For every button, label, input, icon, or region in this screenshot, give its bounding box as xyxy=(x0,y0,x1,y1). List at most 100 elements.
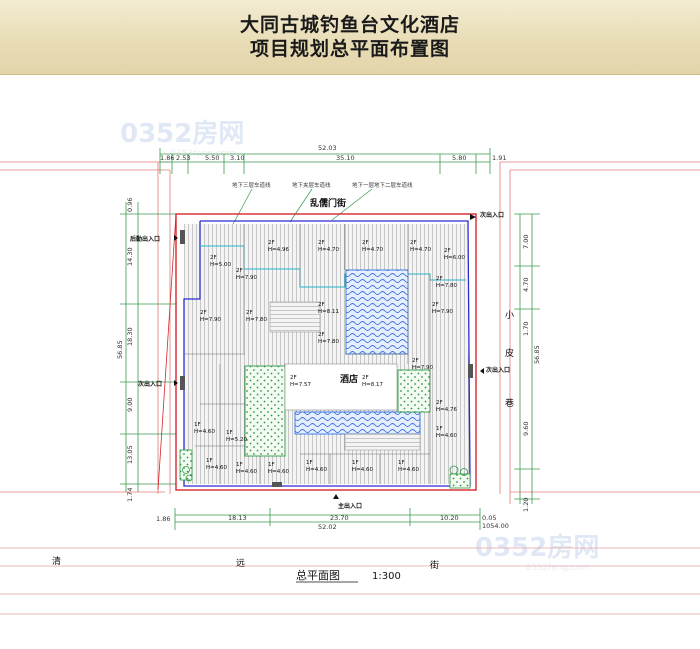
svg-text:2FH=4.96: 2FH=4.96 xyxy=(268,240,289,253)
floor-label-f: 1F xyxy=(352,460,359,466)
floor-label-h: H=4.60 xyxy=(194,429,215,435)
dim-top-seg-2: 5.50 xyxy=(205,154,219,162)
site-plan-drawing: 0352房网 0352fang.com 0352房网 0352fang.com xyxy=(0,119,700,615)
street-north-label: 乱儒门街 xyxy=(310,197,346,209)
floor-label-f: 2F xyxy=(290,375,297,381)
svg-text:1FH=4.60: 1FH=4.60 xyxy=(236,462,257,475)
dim-right-total: 56.85 xyxy=(533,345,541,364)
dim-left-total: 56.85 xyxy=(116,340,124,359)
floor-label-f: 2F xyxy=(200,310,207,316)
dim-left-seg-1: 0.96 xyxy=(126,198,134,212)
svg-text:2FH=6.00: 2FH=6.00 xyxy=(444,248,465,261)
callout-3: 地下一层地下二层车道线 xyxy=(352,181,413,189)
svg-text:2FH=7.90: 2FH=7.90 xyxy=(200,310,221,323)
svg-text:1FH=4.60: 1FH=4.60 xyxy=(398,460,419,473)
green-court-west xyxy=(244,365,286,457)
floor-label-h: H=7.80 xyxy=(246,317,267,323)
svg-text:2FH=7.57: 2FH=7.57 xyxy=(290,375,311,388)
dim-bottom-seg-1: 18.13 xyxy=(228,514,247,522)
floor-label-f: 1F xyxy=(206,458,213,464)
entrance-south-main: 主出入口 xyxy=(338,502,362,510)
dim-top-seg-5: 5.80 xyxy=(452,154,466,162)
watermark-text: 0352房网 xyxy=(120,119,244,149)
svg-text:1FH=4.60: 1FH=4.60 xyxy=(268,462,289,475)
trees xyxy=(182,465,468,482)
floor-label-f: 1F xyxy=(306,460,313,466)
entrance-west-mid: 次出入口 xyxy=(138,380,162,388)
svg-text:2FH=7.90: 2FH=7.90 xyxy=(432,302,453,315)
watermark-url-2: 0352fang.com xyxy=(525,563,590,573)
street-south-char-2: 远 xyxy=(236,558,245,569)
entrance-west-top: 后勤出入口 xyxy=(130,235,160,243)
entrance-east-mid: 次出入口 xyxy=(486,366,510,374)
tree-icon xyxy=(449,465,459,475)
building-outline xyxy=(183,220,471,487)
arrow-icon xyxy=(470,214,476,220)
site-boundary-west-ext xyxy=(157,213,177,491)
tree-icon xyxy=(182,466,190,474)
svg-text:2FH=4.70: 2FH=4.70 xyxy=(410,240,431,253)
svg-text:1FH=4.60: 1FH=4.60 xyxy=(436,426,457,439)
tree-icon xyxy=(460,468,468,476)
floor-label-f: 1F xyxy=(398,460,405,466)
floor-label-f: 2F xyxy=(246,310,253,316)
dim-left-seg-6: 1.74 xyxy=(126,488,134,502)
site-boundary xyxy=(175,213,477,491)
gate-east xyxy=(468,364,473,378)
dim-top-total: 52.03 xyxy=(318,144,337,152)
floor-label-h: H=7.57 xyxy=(290,382,311,388)
svg-text:2FH=7.90: 2FH=7.90 xyxy=(412,358,433,371)
street-east-char-1: 小 xyxy=(505,310,514,321)
dim-right-seg-3: 1.70 xyxy=(522,322,530,336)
entrances: 次出入口 后勤出入口 次出入口 次出入口 主出入口 xyxy=(130,211,510,510)
callout-2: 地下夹层车道线 xyxy=(292,181,331,189)
street-south-char-1: 清 xyxy=(52,555,61,567)
svg-text:1FH=4.60: 1FH=4.60 xyxy=(194,422,215,435)
caption-scale: 1:300 xyxy=(372,571,401,582)
floor-label-h: H=8.11 xyxy=(318,309,339,315)
floor-label-f: 2F xyxy=(362,240,369,246)
dimension-texts: 52.03 1.86 2.53 5.50 3.10 35.10 5.80 1.9… xyxy=(116,144,541,531)
water-court-south xyxy=(294,411,421,435)
floor-label-h: H=4.60 xyxy=(436,433,457,439)
dim-bottom-right: 0.05 xyxy=(482,514,496,522)
floor-label-h: H=4.60 xyxy=(206,465,227,471)
floor-label-f: 1F xyxy=(236,462,243,468)
dim-right-seg-4: 9.60 xyxy=(522,422,530,436)
svg-text:2FH=7.80: 2FH=7.80 xyxy=(318,332,339,345)
callout-1: 地下三层车道线 xyxy=(232,181,271,189)
floor-label-h: H=4.60 xyxy=(268,469,289,475)
arrow-icon xyxy=(480,368,484,374)
dim-right-seg-2: 4.70 xyxy=(522,278,530,292)
svg-text:2FH=8.17: 2FH=8.17 xyxy=(362,375,383,388)
corridor-south xyxy=(344,433,421,451)
dim-left-seg-3: 18.30 xyxy=(126,327,134,346)
svg-text:1FH=4.60: 1FH=4.60 xyxy=(352,460,373,473)
dim-bottom-total: 52.02 xyxy=(318,523,337,531)
floor-label-h: H=7.90 xyxy=(236,275,257,281)
floor-label-h: H=4.70 xyxy=(410,247,431,253)
dim-bottom-left: 1.86 xyxy=(156,515,170,523)
dim-left-seg-2: 14.30 xyxy=(126,247,134,266)
floor-label-f: 2F xyxy=(412,358,419,364)
floor-label-f: 1F xyxy=(226,430,233,436)
title-banner: 大同古城钓鱼台文化酒店 项目规划总平面布置图 xyxy=(0,0,700,75)
entrance-north-east: 次出入口 xyxy=(480,211,504,219)
dim-left-seg-5: 13.05 xyxy=(126,445,134,464)
green-strip-east xyxy=(449,473,471,489)
dim-bottom-seg-2: 23.70 xyxy=(330,514,349,522)
floor-label-h: H=7.90 xyxy=(412,365,433,371)
svg-text:2FH=4.70: 2FH=4.70 xyxy=(362,240,383,253)
floor-label-h: H=7.80 xyxy=(436,283,457,289)
site-plan: 0352房网 0352fang.com 0352房网 0352fang.com xyxy=(0,74,700,645)
svg-text:1FH=4.60: 1FH=4.60 xyxy=(306,460,327,473)
floor-label-f: 2F xyxy=(210,255,217,261)
road-lines xyxy=(0,161,700,615)
driveway-callouts: 地下三层车道线 地下夹层车道线 地下一层地下二层车道线 xyxy=(231,181,413,227)
svg-text:2FH=4.70: 2FH=4.70 xyxy=(318,240,339,253)
floor-label-h: H=7.90 xyxy=(200,317,221,323)
water-court-north xyxy=(345,269,409,355)
floor-label-h: H=7.80 xyxy=(318,339,339,345)
floor-label-f: 1F xyxy=(194,422,201,428)
